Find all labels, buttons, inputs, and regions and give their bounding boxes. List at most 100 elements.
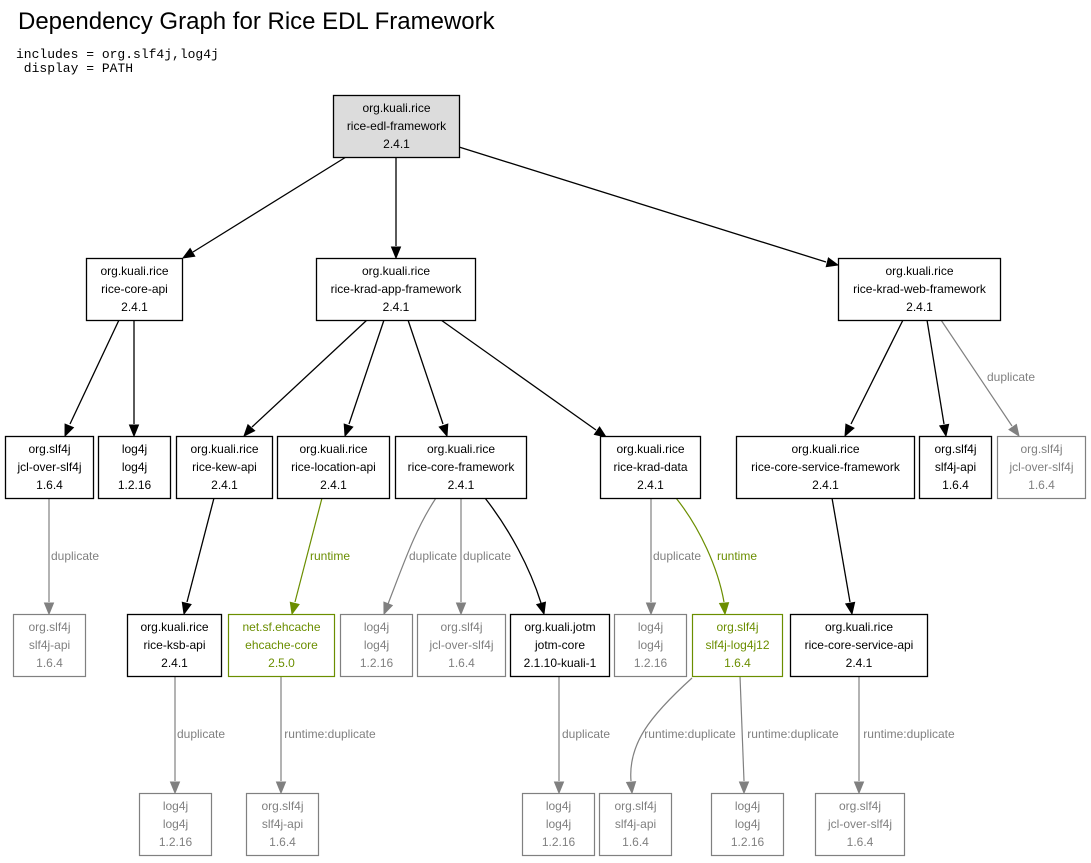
arrowhead — [64, 423, 75, 438]
edge-coreapi-to-log4j1 — [128, 320, 140, 438]
node-version: 2.4.1 — [846, 656, 873, 670]
node-group-id: org.slf4j — [440, 620, 482, 634]
edge-ehcache-to-slf4japi3: runtime:duplicate — [275, 676, 376, 795]
node-csfw[interactable]: org.kuali.ricerice-core-service-framewor… — [735, 435, 916, 500]
node-group-id: org.kuali.rice — [791, 442, 859, 456]
node-artifact-id: jcl-over-slf4j — [827, 817, 892, 831]
node-box — [4, 435, 95, 500]
node-group-id: org.kuali.rice — [140, 620, 208, 634]
edge-kradweb-to-jcl2: duplicate — [940, 319, 1035, 438]
node-ksbapi[interactable]: org.kuali.rice rice-ksb-api 2.4.1 — [126, 613, 223, 678]
edge-locapi-to-ehcache: runtime — [289, 497, 350, 616]
edge-line — [831, 497, 851, 603]
node-box — [227, 613, 336, 678]
arrowhead — [438, 423, 449, 438]
node-kradweb[interactable]: org.kuali.ricerice-krad-web-framework2.4… — [837, 257, 1002, 322]
edge-line — [630, 677, 693, 782]
node-version: 2.4.1 — [448, 478, 475, 492]
arrowhead — [844, 423, 855, 438]
edge-label: runtime — [310, 549, 350, 563]
node-box — [735, 435, 916, 500]
node-box — [126, 613, 223, 678]
node-version: 1.2.16 — [118, 478, 152, 492]
edge-label: duplicate — [562, 727, 610, 741]
node-version: 1.6.4 — [1028, 478, 1055, 492]
node-version: 2.1.10-kuali-1 — [524, 656, 597, 670]
node-group-id: org.kuali.rice — [885, 264, 953, 278]
edge-line — [251, 319, 368, 428]
node-artifact-id: slf4j-api — [29, 638, 70, 652]
node-artifact-id: rice-edl-framework — [347, 119, 447, 133]
node-artifact-id: rice-core-framework — [408, 460, 516, 474]
node-box — [276, 435, 391, 500]
node-artifact-id: rice-core-service-api — [805, 638, 914, 652]
node-version: 2.4.1 — [812, 478, 839, 492]
node-artifact-id: slf4j-api — [615, 817, 656, 831]
node-box — [613, 613, 688, 678]
node-version: 2.4.1 — [161, 656, 188, 670]
node-artifact-id: rice-core-api — [101, 282, 168, 296]
node-artifact-id: rice-krad-app-framework — [331, 282, 463, 296]
node-artifact-id: jotm-core — [534, 638, 585, 652]
node-group-id: log4j — [638, 620, 663, 634]
node-csapi[interactable]: org.kuali.rice rice-core-service-api 2.4.1 — [789, 613, 929, 678]
node-artifact-id: rice-kew-api — [192, 460, 257, 474]
node-box — [245, 792, 320, 857]
arrowhead — [383, 601, 394, 616]
node-group-id: org.kuali.rice — [362, 101, 430, 115]
node-version: 1.2.16 — [360, 656, 394, 670]
edge-kraddata-to-log4j3: duplicate — [645, 498, 701, 616]
node-version: 2.4.1 — [211, 478, 238, 492]
edge-line — [192, 156, 347, 253]
edge-line — [458, 146, 827, 263]
display-param: display = PATH — [16, 61, 134, 76]
node-box — [394, 435, 528, 500]
arrowhead — [553, 781, 565, 795]
edge-label: duplicate — [463, 549, 511, 563]
edge-ksbapi-to-log4j4: duplicate — [169, 676, 225, 795]
node-artifact-id: log4j — [122, 460, 147, 474]
arrowhead — [455, 602, 467, 616]
node-box — [837, 257, 1002, 322]
arrowhead — [390, 246, 402, 260]
edge-jotm-to-log4j5: duplicate — [553, 676, 610, 795]
node-artifact-id: jcl-over-slf4j — [16, 460, 81, 474]
node-artifact-id: rice-ksb-api — [143, 638, 205, 652]
edge-line — [850, 319, 904, 425]
node-artifact-id: slf4j-log4j12 — [705, 638, 769, 652]
node-kradapp[interactable]: org.kuali.ricerice-krad-app-framework2.4… — [315, 257, 477, 322]
node-box — [691, 613, 784, 678]
node-box — [598, 792, 673, 857]
edge-kewapi-to-ksbapi — [181, 497, 215, 616]
node-version: 1.2.16 — [731, 835, 765, 849]
edge-kraddata-to-slf4jlog4j: runtime — [675, 497, 757, 616]
node-group-id: org.kuali.rice — [825, 620, 893, 634]
arrowhead — [825, 257, 840, 268]
arrowhead — [718, 602, 730, 616]
node-version: 2.4.1 — [383, 300, 410, 314]
edge-line — [69, 319, 120, 425]
